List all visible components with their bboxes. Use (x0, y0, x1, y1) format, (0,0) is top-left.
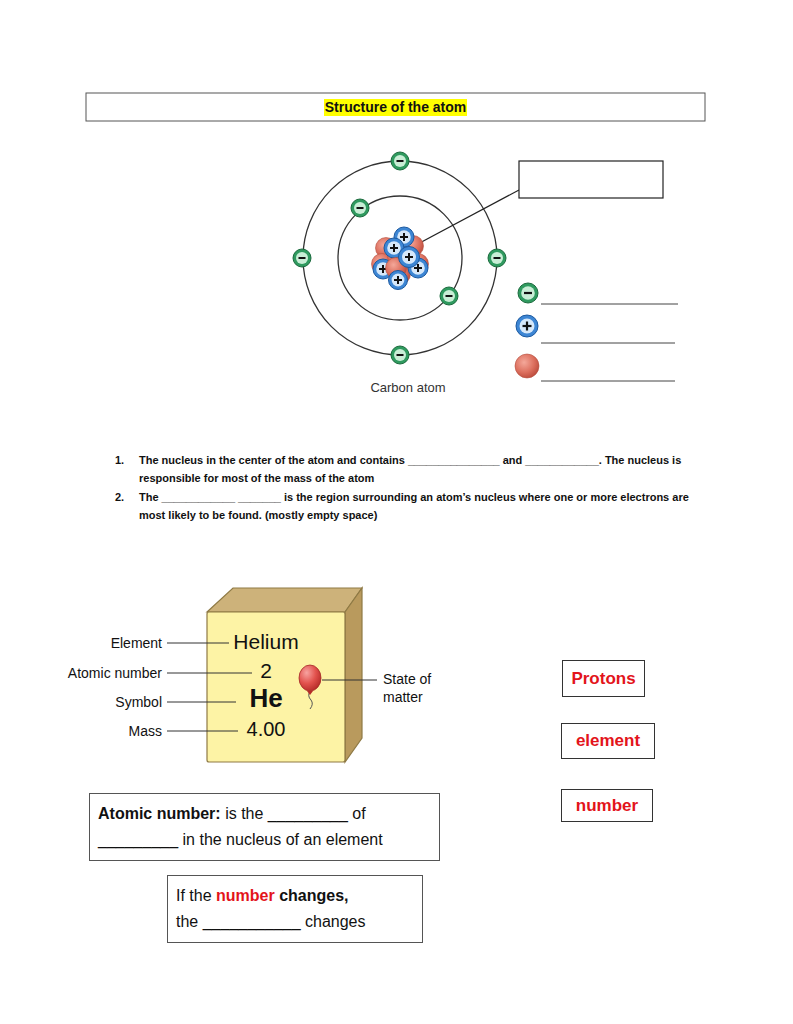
box-text: number (576, 796, 638, 816)
answer-box: number (561, 789, 653, 822)
blank-callout-box (519, 161, 663, 198)
part-label: Atomic number (30, 664, 162, 682)
proton (389, 271, 408, 290)
box-text: changes, (279, 887, 348, 904)
electron (440, 287, 458, 305)
leader-line (167, 673, 252, 674)
title-frame (86, 93, 705, 121)
tile-side-face (345, 588, 362, 762)
part-label: Mass (40, 722, 162, 740)
answer-line (541, 304, 678, 305)
title-bar: Structure of the atom (86, 93, 705, 121)
electron (391, 346, 409, 364)
outer-orbit (303, 161, 497, 355)
inner-orbit (338, 196, 462, 320)
leader-line (322, 680, 377, 681)
tile-text: 4.00 (207, 717, 325, 741)
part-label: Symbol (40, 693, 162, 711)
tile-top-face (207, 588, 362, 612)
answer-box: Protons (562, 660, 645, 697)
leader-line (167, 643, 229, 644)
question-text: The nucleus in the center of the atom an… (139, 451, 699, 487)
electron-key (518, 283, 538, 303)
answer-box: element (561, 723, 655, 759)
electron (391, 152, 409, 170)
rule-box: If thenumberchanges, the ___________ chan… (167, 875, 423, 943)
box-text: Protons (571, 669, 635, 689)
leader-line (167, 702, 236, 703)
electron (293, 249, 311, 267)
callout-leader (414, 190, 519, 246)
page-title: Structure of the atom (324, 99, 468, 116)
box-text: element (576, 731, 640, 751)
proton-key (516, 315, 538, 337)
tile-front-face (207, 612, 345, 762)
box-text: the ___________ changes (176, 909, 414, 935)
box-text: Atomic number: (98, 805, 221, 822)
balloon-icon (299, 665, 321, 691)
box-text: number (216, 887, 275, 904)
question-text: The ____________ _______ is the region s… (139, 488, 699, 524)
tile-text: Helium (207, 629, 325, 654)
answer-line (541, 381, 675, 382)
balloon-knot (307, 691, 313, 695)
list-number: 1. (115, 451, 135, 469)
nucleus (372, 227, 429, 290)
figure-caption: Carbon atom (330, 380, 486, 396)
neutron-key (515, 354, 539, 378)
electron (488, 249, 506, 267)
tile-text: He (207, 683, 325, 713)
electron (351, 199, 369, 217)
tile-text: 2 (207, 658, 325, 683)
box-text: If the (176, 887, 212, 904)
proton (399, 247, 420, 268)
element-tile: Helium 2He 4.00 (207, 612, 345, 762)
list-number: 2. (115, 488, 135, 506)
part-label: Element (40, 634, 162, 652)
answer-line (541, 343, 675, 344)
leader-line (167, 731, 238, 732)
part-label: State of matter (383, 670, 455, 706)
definition-box: Atomic number:is the _________ of ______… (89, 793, 440, 861)
